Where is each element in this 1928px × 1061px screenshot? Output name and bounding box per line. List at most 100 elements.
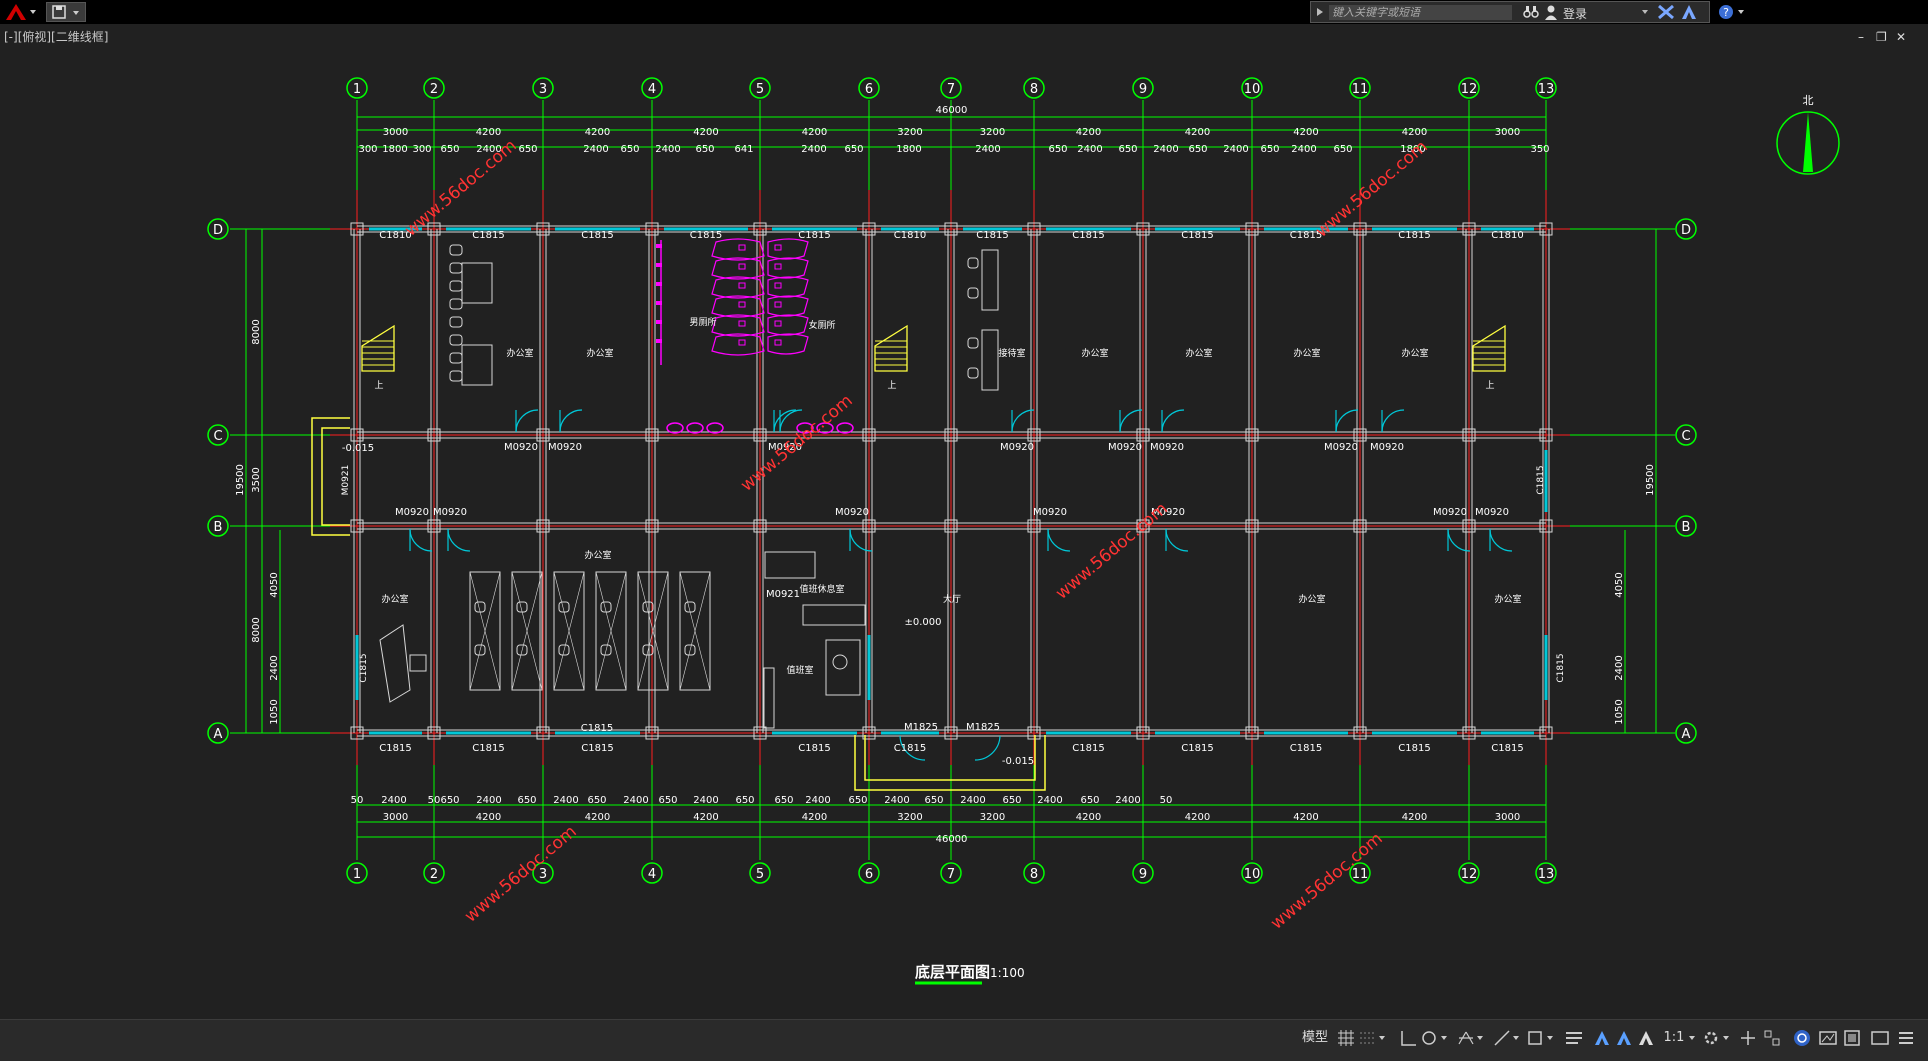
clean-screen-icon[interactable] (1842, 1028, 1862, 1048)
units-icon[interactable] (1762, 1028, 1782, 1048)
autodesk-app-icon[interactable] (1679, 2, 1699, 22)
infer-constraints-icon[interactable] (1398, 1028, 1418, 1048)
column-square (862, 428, 876, 442)
door-label-upper: M0920 (1370, 442, 1404, 453)
grid-display-icon[interactable] (1336, 1028, 1356, 1048)
column-square (1462, 726, 1476, 740)
login-dropdown-icon[interactable] (1641, 2, 1651, 22)
column-square (536, 726, 550, 740)
grid-label-C: C (213, 429, 222, 444)
scale-dropdown-icon[interactable] (1688, 1028, 1698, 1048)
column-square (536, 428, 550, 442)
door-swing (1381, 409, 1405, 433)
dim-detail-top: 650 (1118, 144, 1137, 155)
window-label-top: C1815 (1181, 230, 1213, 241)
isolate-objects-icon[interactable] (1792, 1028, 1812, 1048)
grid-bubble (207, 515, 229, 537)
grid-label-B: B (214, 520, 223, 535)
binoculars-icon[interactable] (1521, 2, 1541, 22)
toilet-bowl (774, 244, 782, 251)
dim-detail-top: 1800 (1400, 144, 1425, 155)
column-square (1027, 428, 1041, 442)
quick-access-toolbar-button[interactable] (46, 2, 86, 22)
polar-tracking-icon[interactable] (1420, 1028, 1450, 1048)
dim-bay-top: 3000 (1495, 127, 1520, 138)
hardware-acceleration-icon[interactable] (1818, 1028, 1838, 1048)
dim-bay-bottom: 4200 (1293, 812, 1318, 823)
room-label-office: 办公室 (1185, 347, 1212, 359)
viewport-controls-label[interactable]: [-][俯视][二维线框] (4, 30, 109, 44)
isodraft-icon[interactable] (1456, 1028, 1486, 1048)
workstation (553, 571, 585, 691)
workspace-gear-icon[interactable] (1702, 1028, 1732, 1048)
auto-scale-icon[interactable] (1614, 1028, 1634, 1048)
annotation-visibility-icon[interactable] (1592, 1028, 1612, 1048)
column-square (1027, 519, 1041, 533)
column-square (1462, 519, 1476, 533)
grid-bubble (1458, 862, 1480, 884)
door-swing-main (974, 735, 1001, 761)
application-menu-button[interactable] (2, 2, 40, 22)
search-input[interactable]: 键入关键字或短语 (1329, 5, 1512, 20)
window-label-top: C1815 (1072, 230, 1104, 241)
expand-arrow-icon[interactable] (1313, 2, 1327, 22)
grid-bubble (1675, 424, 1697, 446)
door-label-upper: M0920 (1000, 442, 1034, 453)
window-label-center: C1815 (581, 723, 613, 734)
column-square (645, 428, 659, 442)
help-icon[interactable]: ? (1716, 2, 1746, 22)
column-square (1027, 726, 1041, 740)
exchange-icon[interactable] (1656, 2, 1676, 22)
fullscreen-icon[interactable] (1870, 1028, 1890, 1048)
room-label-office: 办公室 (381, 593, 408, 605)
object-snap-tracking-icon[interactable] (1492, 1028, 1522, 1048)
close-drawing-button[interactable]: ✕ (1896, 30, 1907, 44)
model-space-button[interactable]: 模型 (1301, 1030, 1328, 1045)
login-button[interactable]: 登录 (1563, 7, 1588, 21)
door-label-upper: M0920 (1150, 442, 1184, 453)
grid-bubble (1535, 77, 1557, 99)
column-square (862, 222, 876, 236)
grid-label-3: 3 (539, 867, 547, 882)
duty-desk (825, 639, 861, 696)
dim-detail-bottom: 650 (924, 795, 943, 806)
room-label-office: 办公室 (506, 347, 533, 359)
dim-detail-top: 2400 (1223, 144, 1248, 155)
grid-label-B: B (1682, 520, 1691, 535)
minimize-drawing-button[interactable]: – (1858, 30, 1864, 44)
annotation-scale-icon[interactable] (1636, 1028, 1656, 1048)
object-snap-icon[interactable] (1526, 1028, 1556, 1048)
restore-drawing-button[interactable]: ❐ (1876, 30, 1887, 44)
room-label-lobby: 大厅 (943, 593, 961, 605)
dim-detail-bottom: 650 (658, 795, 677, 806)
chair (642, 601, 654, 613)
grid-bubble (940, 77, 962, 99)
snap-mode-icon[interactable] (1358, 1028, 1388, 1048)
dim-detail-top: 2400 (476, 144, 501, 155)
customize-menu-icon[interactable] (1896, 1028, 1916, 1048)
door-swing (515, 409, 539, 433)
dim-detail-bottom: 50 (1160, 795, 1173, 806)
plus-icon[interactable] (1738, 1028, 1758, 1048)
dim-detail-bottom: 2400 (381, 795, 406, 806)
annotation-scale-button[interactable]: 1:1 (1663, 1030, 1685, 1045)
dim-bay-top: 4200 (693, 127, 718, 138)
toilet-stall (767, 276, 809, 298)
toilet-bowl (774, 282, 782, 289)
toilet-stall (711, 314, 765, 337)
grid-bubble (423, 862, 445, 884)
dim-detail-bottom: 650 (1002, 795, 1021, 806)
office-desk (461, 262, 493, 304)
lineweight-icon[interactable] (1564, 1028, 1584, 1048)
reception-chair (967, 337, 979, 349)
dim-bay-bottom: 4200 (1076, 812, 1101, 823)
chair (684, 644, 696, 656)
door-swing (1047, 528, 1071, 552)
stair-outline (1472, 324, 1506, 372)
toilet-bowl (738, 339, 746, 346)
sink (686, 422, 704, 434)
dim-detail-top: 641 (734, 144, 753, 155)
dim-detail-top: 1800 (896, 144, 921, 155)
dim-detail-bottom: 2400 (623, 795, 648, 806)
